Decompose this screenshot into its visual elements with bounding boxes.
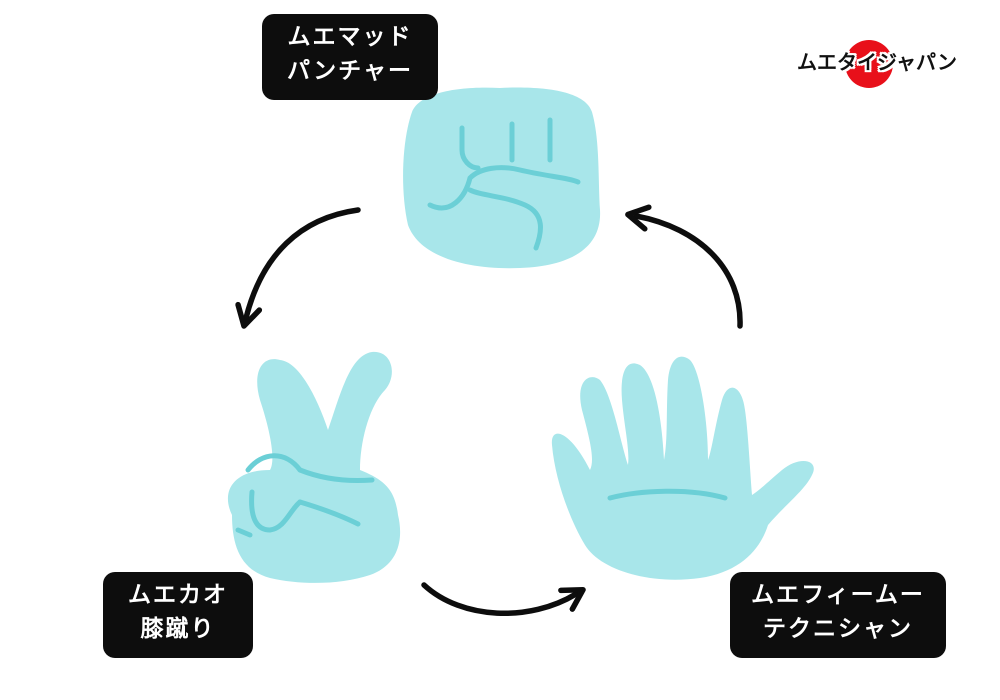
paper-move-line1: ムエフィームー <box>751 582 925 608</box>
paper-move-label: ムエフィームー テクニシャン <box>730 572 946 658</box>
arrow-paper-to-rock <box>625 204 743 329</box>
scissors-move-line2: 膝蹴り <box>140 616 216 642</box>
arrow-scissors-to-paper <box>421 582 586 616</box>
fist-icon <box>403 87 601 269</box>
rock-move-line2: パンチャー <box>287 58 413 84</box>
scissors-move-line1: ムエカオ <box>128 582 228 608</box>
rock-move-label: ムエマッド パンチャー <box>262 14 438 100</box>
rock-move-line1: ムエマッド <box>287 24 413 50</box>
arrow-rock-to-scissors <box>235 207 361 329</box>
brand-logo-text: ムエタイジャパン <box>797 50 957 74</box>
scissors-move-label: ムエカオ 膝蹴り <box>103 572 253 658</box>
rising-sun-icon <box>845 40 893 88</box>
paper-move-line2: テクニシャン <box>763 616 913 642</box>
open-hand-icon <box>551 356 814 580</box>
peace-sign-hand-icon <box>227 351 401 583</box>
brand-logo: ムエタイジャパン <box>772 32 982 96</box>
